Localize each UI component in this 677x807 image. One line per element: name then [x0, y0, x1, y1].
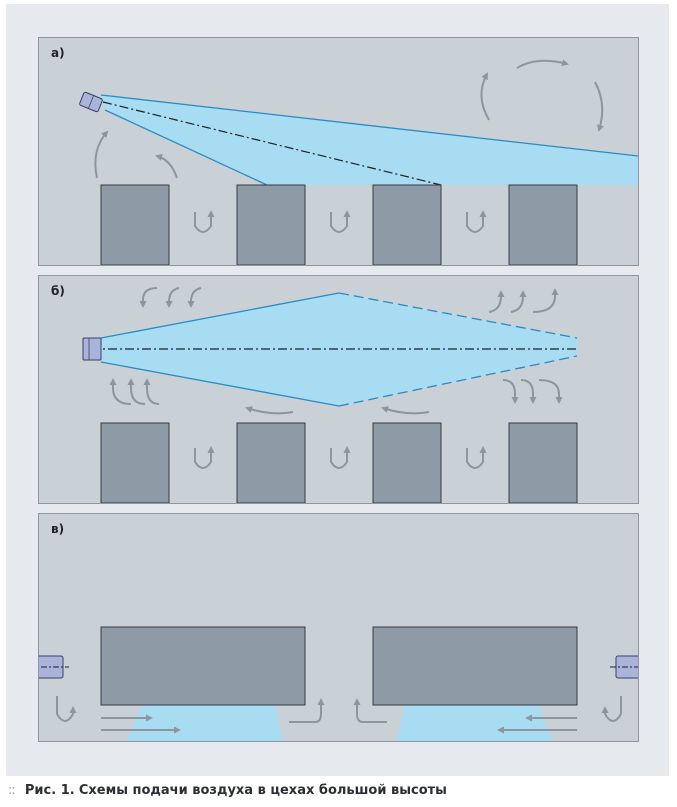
jet-lower-edge: [100, 361, 340, 407]
circulation-arrow: [516, 59, 569, 69]
circulation-arrow: [330, 210, 351, 233]
circulation-arrow: [94, 130, 109, 179]
panel-a-diagram: [79, 59, 638, 265]
jet-upper-edge-dashed: [338, 292, 578, 339]
circulation-arrow: [127, 378, 146, 405]
equipment-block: [372, 184, 442, 265]
circulation-arrow: [194, 446, 215, 469]
equipment-block: [508, 422, 578, 503]
circulation-arrow: [532, 288, 559, 313]
air-jet: [127, 703, 283, 741]
circulation-arrow: [155, 154, 178, 179]
circulation-arrow: [187, 287, 202, 308]
equipment-block: [100, 422, 170, 503]
circulation-arrow: [466, 210, 487, 233]
caption-figure-ref: Рис. 1.: [24, 783, 75, 798]
equipment-block: [236, 422, 306, 503]
caption-marker: ::: [8, 783, 16, 798]
circulation-arrow: [143, 378, 160, 405]
circulation-arrow: [139, 287, 158, 308]
figure-caption: :: Рис. 1. Схемы подачи воздуха в цехах …: [8, 783, 447, 798]
equipment-block: [100, 626, 306, 706]
air-jet: [101, 293, 577, 406]
circulation-arrow: [353, 698, 387, 723]
equipment-block: [508, 184, 578, 265]
circulation-arrow: [502, 379, 519, 404]
air-jet: [101, 95, 638, 185]
circulation-arrow: [510, 290, 527, 313]
circulation-arrow: [245, 406, 294, 415]
air-nozzle: [82, 337, 102, 361]
circulation-arrow: [480, 72, 490, 121]
equipment-block: [236, 184, 306, 265]
jet-upper-edge: [100, 94, 638, 157]
panel-label-b: б): [51, 284, 65, 298]
panel-a: а): [38, 37, 639, 266]
air-jet: [397, 703, 553, 741]
jet-lower-edge: [104, 109, 268, 186]
circulation-arrow: [381, 406, 430, 415]
equipment-block: [372, 626, 578, 706]
circulation-arrow: [466, 446, 487, 469]
panel-v-diagram: [39, 626, 638, 741]
circulation-arrow: [289, 698, 325, 723]
air-nozzle-right: [610, 655, 638, 679]
jet-axis: [102, 101, 442, 186]
panel-label-v: в): [51, 522, 65, 536]
circulation-arrow: [194, 210, 215, 233]
circulation-arrow: [488, 290, 505, 313]
circulation-arrow: [56, 696, 77, 722]
circulation-arrow: [594, 81, 604, 132]
air-nozzle-left: [39, 655, 69, 679]
circulation-arrow: [330, 446, 351, 469]
jet-upper-edge: [100, 292, 340, 339]
equipment-block: [100, 184, 170, 265]
circulation-arrow: [109, 378, 132, 405]
circulation-arrow: [601, 696, 622, 722]
circulation-arrow: [520, 379, 537, 404]
air-nozzle: [79, 91, 103, 113]
panel-b: б): [38, 275, 639, 504]
panel-label-a: а): [51, 46, 65, 60]
circulation-arrow: [538, 379, 563, 404]
caption-text: Схемы подачи воздуха в цехах большой выс…: [78, 783, 447, 798]
circulation-arrow: [165, 287, 180, 308]
panel-v: в): [38, 513, 639, 742]
equipment-block: [372, 422, 442, 503]
jet-lower-edge-dashed: [338, 355, 578, 407]
panel-b-diagram: [82, 287, 578, 503]
